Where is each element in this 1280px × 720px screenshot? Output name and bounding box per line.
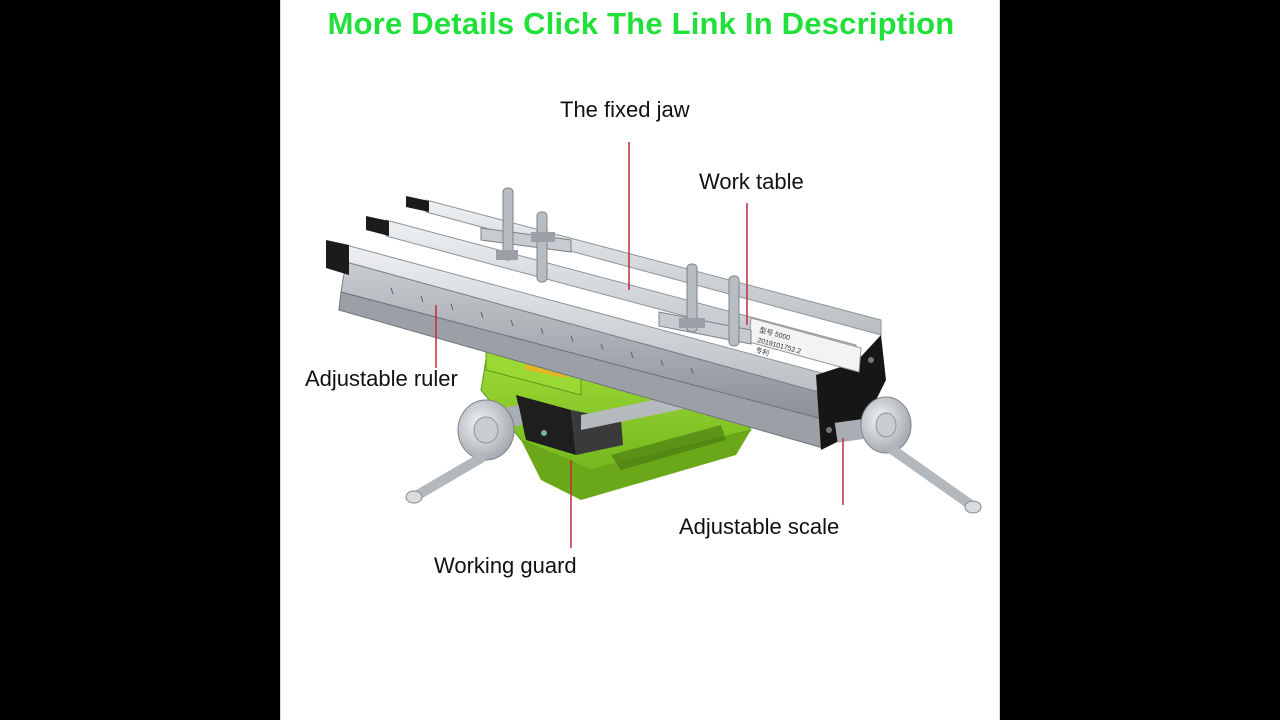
clamp-right [658,263,752,347]
label-adjustable-ruler: Adjustable ruler [305,366,458,391]
label-work-table: Work table [699,169,804,194]
image-frame: More Details Click The Link In Descripti… [280,0,1000,720]
label-fixed-jaw: The fixed jaw [560,97,690,122]
left-handwheel [405,399,523,504]
promo-banner-text: More Details Click The Link In Descripti… [327,6,955,41]
leader-lines [435,142,844,548]
right-handwheel [834,396,982,514]
label-adjustable-scale: Adjustable scale [679,514,840,539]
clamp-left [480,187,572,283]
cross-slide-table-illustration: 型号 5000 2019101752.2 专利 [326,142,982,548]
label-working-guard: Working guard [434,553,577,578]
spec-plate: 型号 5000 2019101752.2 专利 [748,317,862,373]
